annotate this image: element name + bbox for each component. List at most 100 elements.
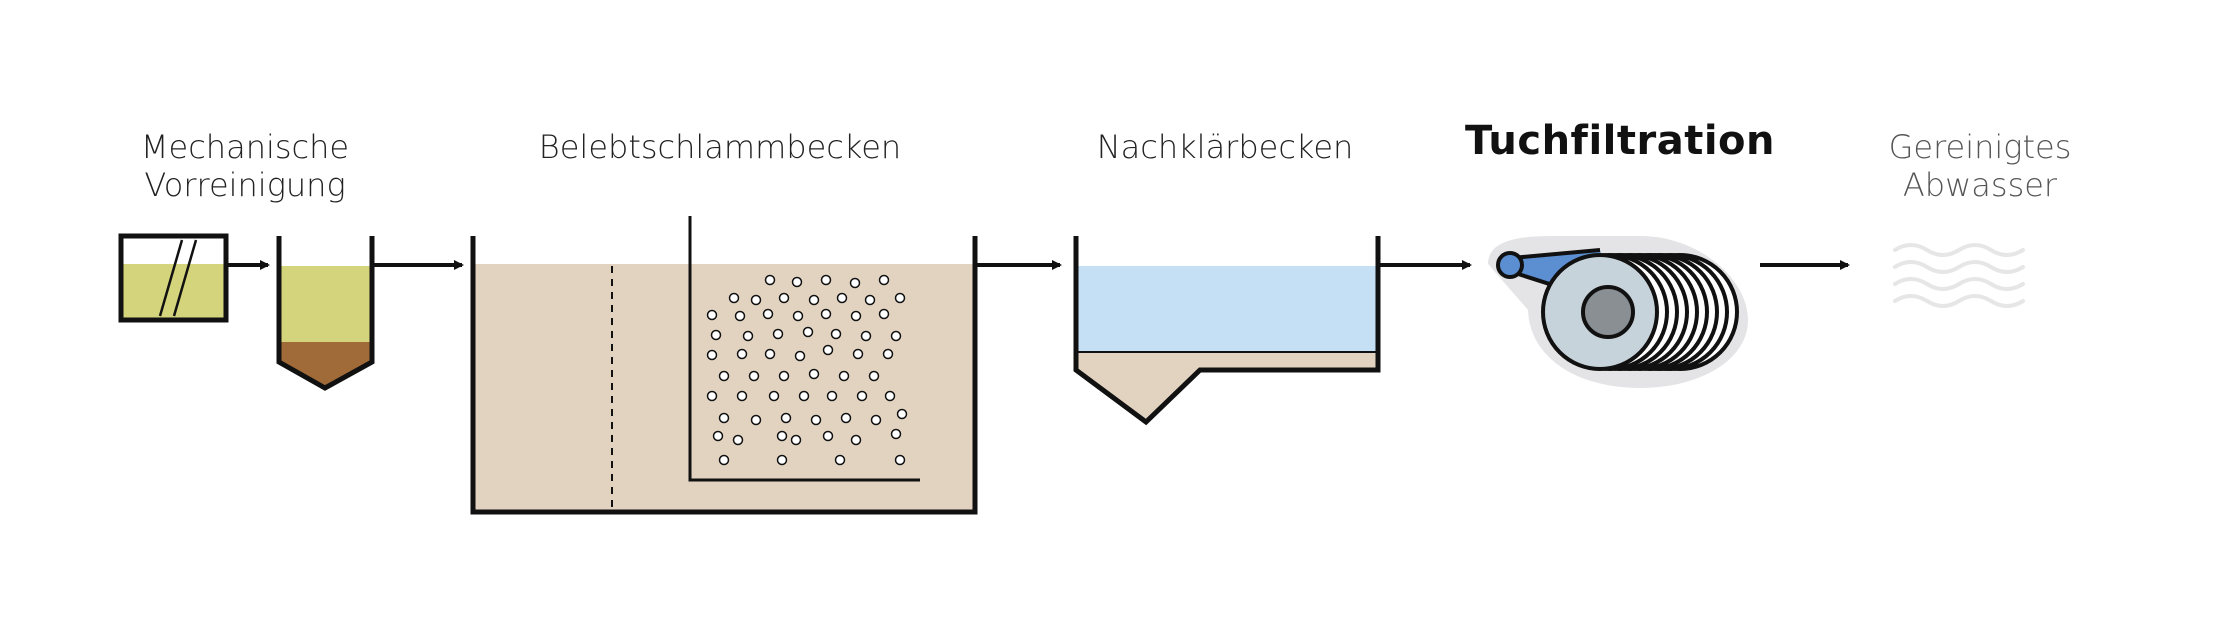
aeration-bubble (860, 330, 872, 342)
filter-belt-top (1511, 248, 1601, 260)
aeration-bubble (748, 370, 760, 382)
filter-hub-outline (1581, 285, 1635, 339)
label-belebtschlammbecken: Belebtschlammbecken (538, 128, 902, 166)
screen-box-outline (118, 233, 229, 323)
aeration-bubble (718, 412, 730, 424)
aeration-bubble (776, 454, 788, 466)
aeration-bubble (849, 277, 861, 289)
aeration-bubble (850, 310, 862, 322)
clarifier-water (1076, 266, 1378, 352)
aeration-bubble (791, 276, 803, 288)
aeration-bubble (736, 390, 748, 402)
filter-hub (1583, 287, 1633, 337)
filter-drive-pulley-outline (1496, 251, 1524, 279)
filter-drive-pulley (1498, 253, 1522, 277)
aeration-bubble (798, 390, 810, 402)
aeration-bubble (852, 348, 864, 360)
aeration-bubble (792, 310, 804, 322)
label-gereinigtes-abwasser: Gereinigtes Abwasser (1888, 128, 2072, 204)
aeration-bubble (736, 348, 748, 360)
aeration-bubble (894, 292, 906, 304)
aeration-bubble (896, 408, 908, 420)
aeration-bubble (764, 348, 776, 360)
aeration-bubble (822, 430, 834, 442)
activated-sludge-fill (473, 264, 973, 511)
aeration-bubble (734, 310, 746, 322)
aeration-bubble (890, 428, 902, 440)
wave-3 (1893, 277, 2025, 291)
grit-chamber (276, 236, 375, 391)
aeration-bubble (728, 292, 740, 304)
aeration-bubble (856, 390, 868, 402)
aeration-bubble (878, 308, 890, 320)
screen-box (118, 233, 229, 323)
aeration-baffle (688, 216, 920, 482)
aeration-bubble (820, 274, 832, 286)
aeration-bubble (750, 414, 762, 426)
grit-chamber-sludge (279, 342, 372, 388)
aeration-bubble (808, 368, 820, 380)
aeration-bubble (706, 390, 718, 402)
grit-chamber-water (279, 266, 372, 342)
aeration-bubble (732, 434, 744, 446)
aeration-bubble (864, 294, 876, 306)
aeration-bubble (820, 308, 832, 320)
aeration-bubble (718, 454, 730, 466)
filter-front-disc-outline (1541, 253, 1659, 371)
cloth-filter (1488, 236, 1748, 388)
aeration-bubbles (706, 274, 908, 466)
aeration-bubble (894, 454, 906, 466)
aeration-bubble (706, 309, 718, 321)
aeration-bubble (870, 414, 882, 426)
aeration-bubble (850, 434, 862, 446)
aeration-bubble (838, 370, 850, 382)
label-nachklaerbecken: Nachklärbecken (1096, 128, 1354, 166)
secondary-clarifier-outline (1073, 236, 1381, 426)
label-tuchfiltration: Tuchfiltration (1464, 118, 1775, 164)
aeration-bubble (790, 434, 802, 446)
aeration-bubble (836, 292, 848, 304)
wave-2 (1893, 260, 2025, 274)
activated-sludge-basin-outline (470, 236, 978, 515)
aeration-bubble (750, 294, 762, 306)
aeration-bubble (878, 274, 890, 286)
aeration-bubble (718, 370, 730, 382)
grit-chamber-outline (276, 236, 375, 391)
aeration-bubble (882, 348, 894, 360)
aeration-bubble (822, 344, 834, 356)
clarifier-sludge (1076, 352, 1378, 422)
screen-bar-2 (172, 239, 198, 317)
aeration-bubble (834, 454, 846, 466)
aeration-bubble (826, 390, 838, 402)
aeration-bubble (884, 390, 896, 402)
aeration-bubble (710, 329, 722, 341)
aeration-bubble (808, 294, 820, 306)
aeration-bubble (776, 430, 788, 442)
aeration-bubble (706, 349, 718, 361)
aeration-bubble (780, 412, 792, 424)
aeration-bubble (840, 412, 852, 424)
wave-1 (1893, 243, 2025, 257)
activated-sludge-basin (470, 216, 978, 515)
wave-4 (1893, 294, 2025, 308)
screen-bar-1 (158, 239, 184, 317)
aeration-bubble (810, 414, 822, 426)
aeration-bubble (764, 274, 776, 286)
aeration-bubble (778, 370, 790, 382)
clean-water-waves (1893, 243, 2025, 308)
aeration-bubble (802, 326, 814, 338)
aeration-bubble (830, 328, 842, 340)
label-mechanische-vorreinigung: Mechanische Vorreinigung (140, 128, 350, 204)
aeration-bubble (794, 350, 806, 362)
aeration-bubble (742, 330, 754, 342)
aeration-bubble (890, 330, 902, 342)
secondary-clarifier (1073, 236, 1381, 426)
aeration-bubble (768, 390, 780, 402)
aeration-bubble (868, 370, 880, 382)
aeration-bubble (778, 292, 790, 304)
aeration-bubble (762, 308, 774, 320)
aeration-bubble (772, 328, 784, 340)
aeration-bubble (712, 430, 724, 442)
